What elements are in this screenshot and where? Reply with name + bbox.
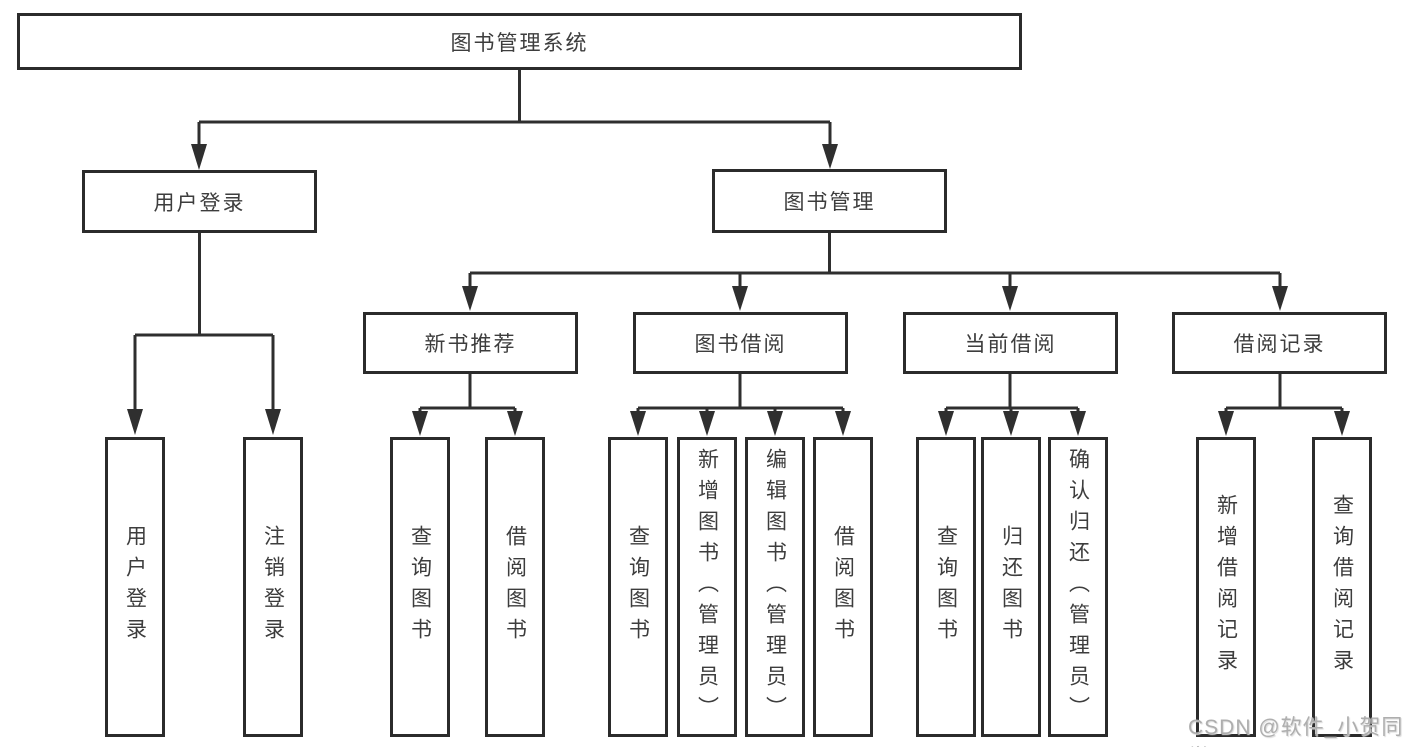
node-new-book-recommendation: 新书推荐 <box>363 312 578 374</box>
node-label: 借阅记录 <box>1233 333 1326 356</box>
leaf-query-books-current: 查询图书 <box>916 437 976 737</box>
node-library-management-system: 图书管理系统 <box>17 13 1022 70</box>
node-label: 用户登录 <box>153 191 246 215</box>
node-label: 查询借阅记录 <box>1330 494 1354 680</box>
leaf-add-book-admin: 新增图书（管理员） <box>677 437 737 737</box>
leaf-add-borrow-record: 新增借阅记录 <box>1196 437 1256 737</box>
arrowheads <box>127 144 1350 436</box>
leaf-user-login: 用户登录 <box>105 437 165 737</box>
node-label: 图书管理 <box>783 191 876 214</box>
node-book-borrowing: 图书借阅 <box>633 312 848 374</box>
leaf-borrow-books-recommend: 借阅图书 <box>485 437 545 737</box>
node-label: 当前借阅 <box>964 333 1057 356</box>
node-label: 查询图书 <box>934 525 958 649</box>
leaf-query-books-borrow: 查询图书 <box>608 437 668 737</box>
node-current-borrowing: 当前借阅 <box>903 312 1118 374</box>
leaf-logout: 注销登录 <box>243 437 303 737</box>
node-label: 图书借阅 <box>694 333 787 356</box>
node-label: 编辑图书（管理员） <box>763 447 787 727</box>
node-book-management: 图书管理 <box>712 169 947 233</box>
node-label: 归还图书 <box>999 525 1023 649</box>
node-label: 借阅图书 <box>831 525 855 649</box>
node-label: 用户登录 <box>123 525 147 649</box>
node-label: 确认归还（管理员） <box>1066 447 1090 727</box>
leaf-confirm-return-admin: 确认归还（管理员） <box>1048 437 1108 737</box>
node-label: 新增图书（管理员） <box>695 447 719 727</box>
leaf-edit-book-admin: 编辑图书（管理员） <box>745 437 805 737</box>
node-label: 查询图书 <box>626 525 650 649</box>
node-label: 图书管理系统 <box>450 31 589 55</box>
csdn-watermark: CSDN @软件_小贺同学 <box>1188 716 1404 747</box>
node-label: 新书推荐 <box>424 333 517 356</box>
node-user-login: 用户登录 <box>82 170 317 233</box>
node-label: 查询图书 <box>408 525 432 649</box>
leaf-return-books: 归还图书 <box>981 437 1041 737</box>
node-label: 新增借阅记录 <box>1214 494 1238 680</box>
leaf-query-borrow-record: 查询借阅记录 <box>1312 437 1372 737</box>
leaf-borrow-books: 借阅图书 <box>813 437 873 737</box>
node-label: 借阅图书 <box>503 525 527 649</box>
node-label: 注销登录 <box>261 525 285 649</box>
node-borrowing-records: 借阅记录 <box>1172 312 1387 374</box>
leaf-query-books-recommend: 查询图书 <box>390 437 450 737</box>
